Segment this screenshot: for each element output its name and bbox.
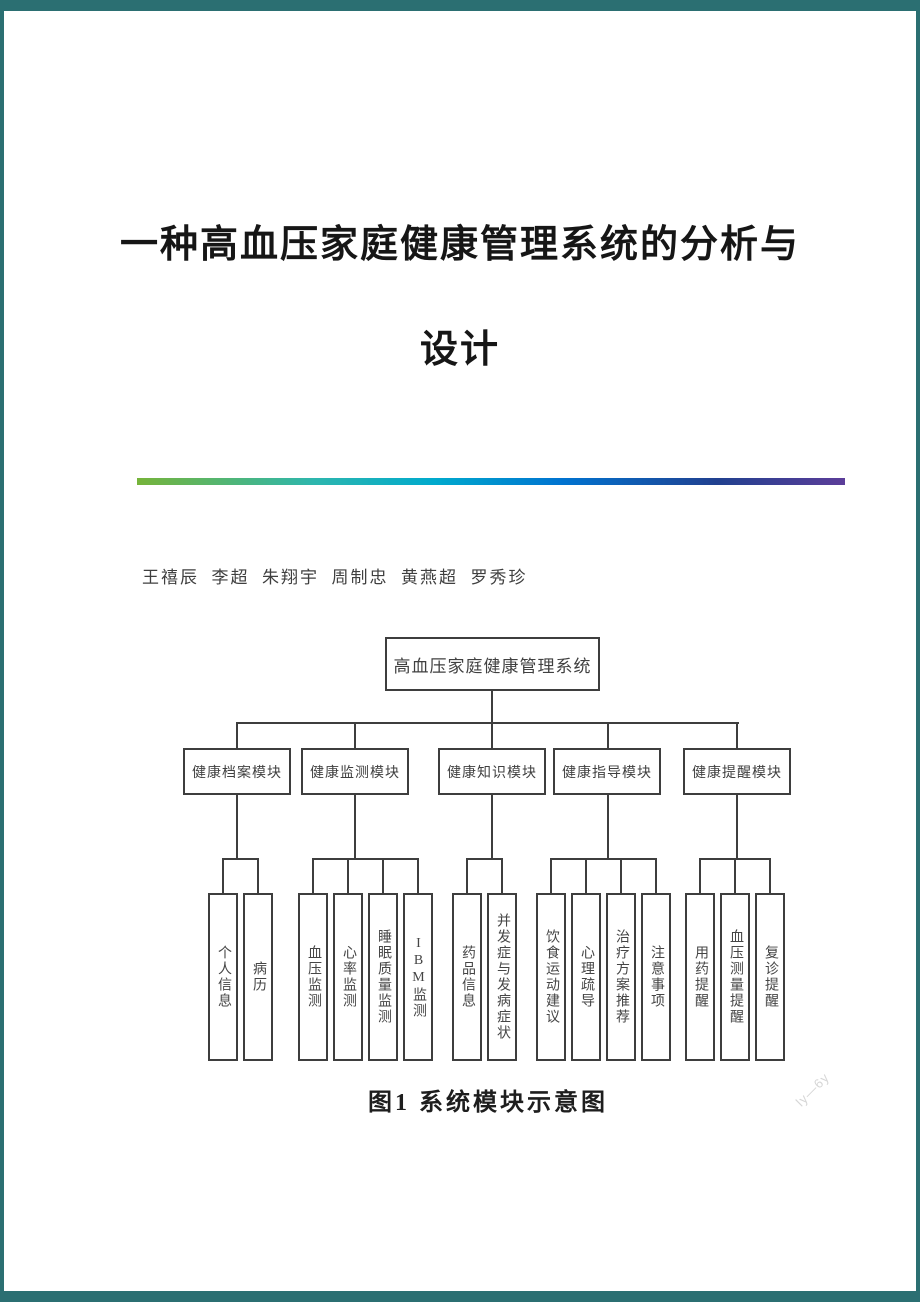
children-group-guidance: 饮食运动建议 心理疏导 治疗方案推荐 注意事项 [536, 893, 671, 1061]
document-title-line-2: 设计 [419, 329, 500, 371]
connector-line [417, 858, 419, 893]
connector-line [222, 858, 224, 893]
leaf-bp-measure-reminder: 血压测量提醒 [720, 893, 750, 1061]
connector-line [222, 858, 259, 860]
connector-line [466, 858, 468, 893]
children-group-monitor: 血压监测 心率监测 睡眠质量监测 IBM监测 [298, 893, 433, 1061]
page-border-top [0, 0, 920, 11]
leaf-diet-exercise-advice: 饮食运动建议 [536, 893, 566, 1061]
connector-line [607, 722, 609, 748]
page-border-left [0, 0, 4, 1302]
connector-line [312, 858, 419, 860]
leaf-followup-reminder: 复诊提醒 [755, 893, 785, 1061]
connector-line [501, 858, 503, 893]
children-group-reminder: 用药提醒 血压测量提醒 复诊提醒 [685, 893, 785, 1061]
leaf-medical-record: 病历 [243, 893, 273, 1061]
connector-line [734, 858, 736, 893]
connector-line [257, 858, 259, 893]
connector-line [382, 858, 384, 893]
leaf-psychological-counseling: 心理疏导 [571, 893, 601, 1061]
connector-line [769, 858, 771, 893]
connector-line [312, 858, 314, 893]
connector-line [354, 795, 356, 858]
diagram-module-reminder: 健康提醒模块 [683, 748, 791, 795]
gradient-divider [137, 478, 845, 485]
leaf-complications-symptoms: 并发症与发病症状 [487, 893, 517, 1061]
connector-line [607, 795, 609, 858]
leaf-ibm-monitor: IBM监测 [403, 893, 433, 1061]
connector-line [491, 722, 493, 748]
page-border-bottom [0, 1291, 920, 1302]
connector-line [620, 858, 622, 893]
connector-line [550, 858, 552, 893]
leaf-precautions: 注意事项 [641, 893, 671, 1061]
connector-line [491, 795, 493, 858]
leaf-heart-rate-monitor: 心率监测 [333, 893, 363, 1061]
leaf-medication-reminder: 用药提醒 [685, 893, 715, 1061]
leaf-drug-info: 药品信息 [452, 893, 482, 1061]
connector-line [585, 858, 587, 893]
diagram-module-knowledge: 健康知识模块 [438, 748, 546, 795]
leaf-treatment-plan: 治疗方案推荐 [606, 893, 636, 1061]
connector-line [354, 722, 356, 748]
diagram-module-guidance: 健康指导模块 [553, 748, 661, 795]
connector-line [347, 858, 349, 893]
connector-line [655, 858, 657, 893]
connector-line [236, 722, 238, 748]
children-group-archive: 个人信息 病历 [208, 893, 273, 1061]
diagram-module-monitor: 健康监测模块 [301, 748, 409, 795]
connector-line [550, 858, 657, 860]
connector-line [699, 858, 701, 893]
diagram-root-node: 高血压家庭健康管理系统 [385, 637, 600, 691]
connector-line [736, 795, 738, 858]
connector-line [736, 722, 738, 748]
children-group-knowledge: 药品信息 并发症与发病症状 [452, 893, 517, 1061]
document-title-line-1: 一种高血压家庭健康管理系统的分析与 [119, 224, 800, 266]
connector-line [466, 858, 503, 860]
connector-line [491, 691, 493, 722]
diagram-module-archive: 健康档案模块 [183, 748, 291, 795]
leaf-sleep-quality-monitor: 睡眠质量监测 [368, 893, 398, 1061]
leaf-personal-info: 个人信息 [208, 893, 238, 1061]
connector-line [236, 795, 238, 858]
leaf-blood-pressure-monitor: 血压监测 [298, 893, 328, 1061]
page-border-right [916, 0, 920, 1302]
author-list: 王禧辰 李超 朱翔宇 周制忠 黄燕超 罗秀珍 [142, 568, 528, 587]
connector-line [236, 722, 739, 724]
figure-caption: 图1 系统模块示意图 [368, 1090, 608, 1116]
